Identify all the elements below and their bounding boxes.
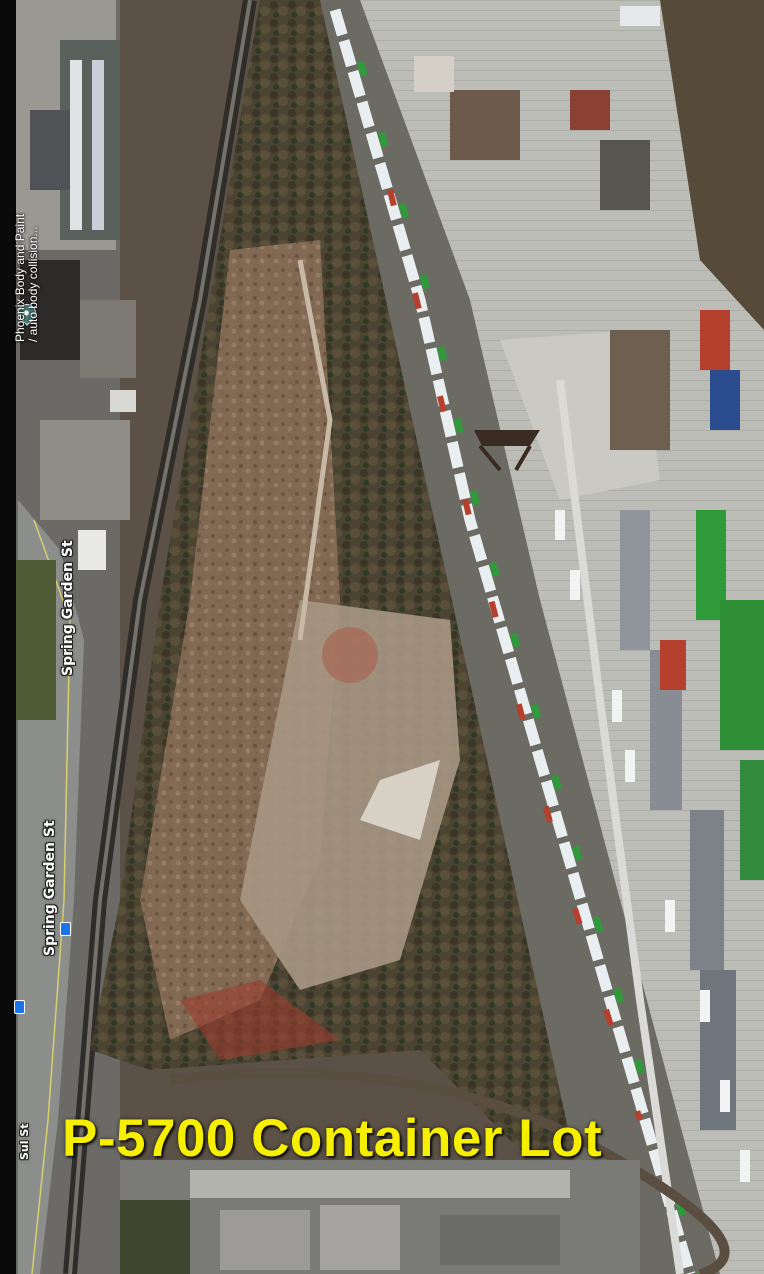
road-label-spring-garden-st: Spring Garden St [60, 540, 76, 676]
building [414, 56, 454, 92]
image-left-border [0, 0, 16, 1274]
building [80, 300, 136, 378]
transit-stop-icon[interactable] [60, 922, 71, 936]
freight-train [329, 8, 696, 1274]
poi-line-2: / auto body collision... [26, 226, 40, 342]
container-stack-red [660, 310, 740, 690]
building [78, 530, 106, 570]
container-stack-green [696, 510, 764, 880]
building [320, 1205, 400, 1270]
building [220, 1210, 310, 1270]
gantry-crane [474, 430, 540, 472]
container-lot [360, 0, 764, 1274]
pipe-stacks [450, 90, 670, 450]
overlay-title: P-5700 Container Lot [62, 1109, 603, 1168]
trees [16, 560, 56, 720]
road-label-spring-garden-st: Spring Garden St [42, 820, 58, 956]
dirt-clearing [240, 600, 460, 990]
road-label-sul-st: Sul St [18, 1123, 31, 1160]
poi-label[interactable]: Phoenix Body and Paint / auto body colli… [13, 214, 40, 342]
transit-stop-icon[interactable] [14, 1000, 25, 1014]
trailers [555, 510, 750, 1182]
